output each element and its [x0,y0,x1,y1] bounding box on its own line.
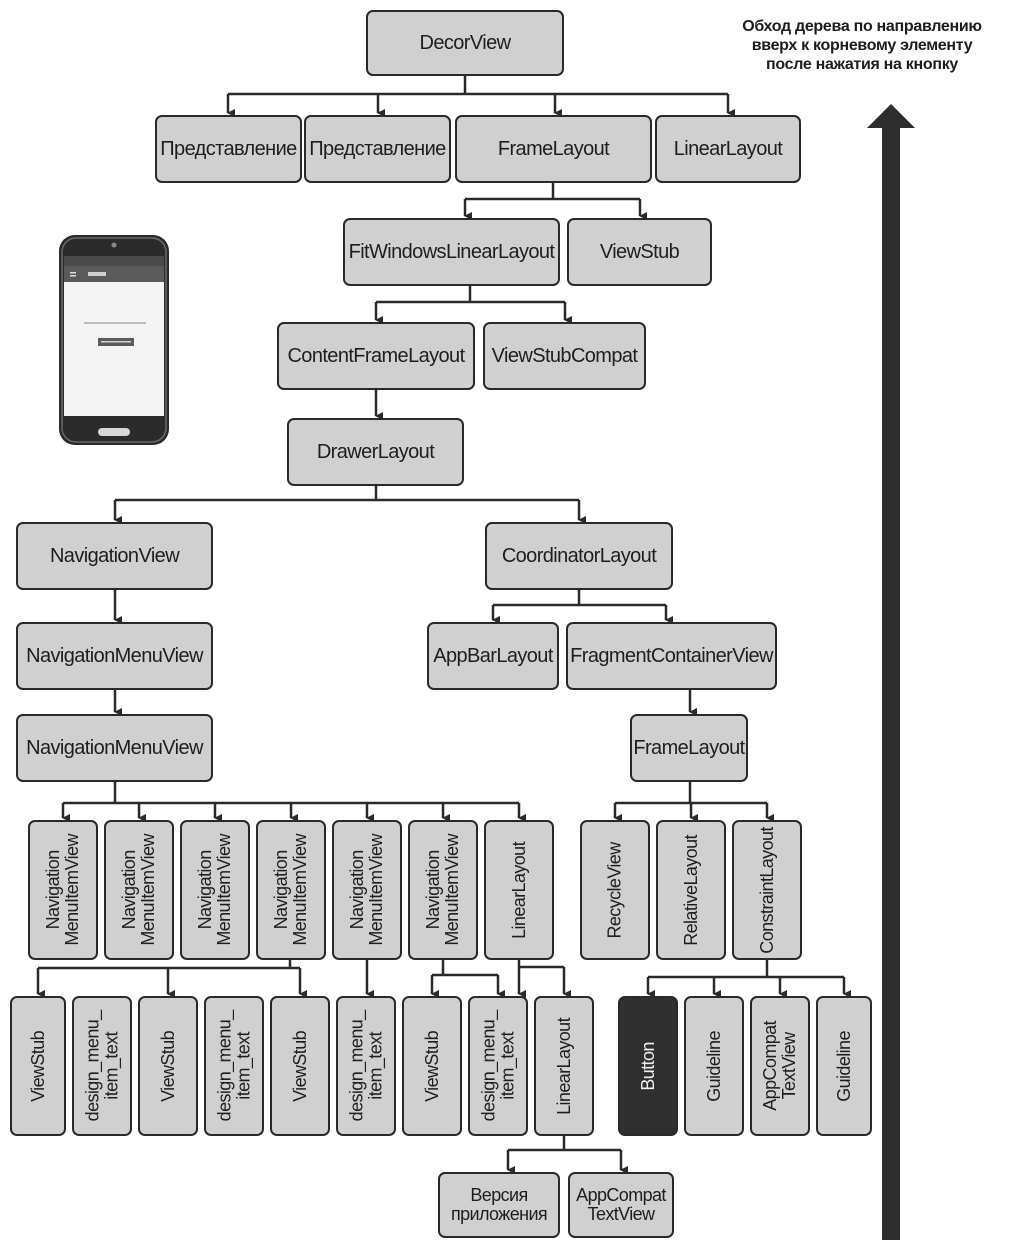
upward-arrow-icon [867,104,915,1240]
node-view-2: Представление [304,115,451,183]
node-view-1: Представление [155,115,302,183]
node-label: ViewStub [27,1030,48,1102]
node-label: AppCompat TextView [760,1021,799,1111]
node-label: Navigation MenuItemView [195,834,234,946]
node-menuitem-3: Navigation MenuItemView [180,820,250,960]
node-decorview: DecorView [366,10,564,76]
node-design-text-3: design_menu_ item_text [336,996,396,1136]
node-label: design_menu_ item_text [82,1010,122,1122]
node-label: FitWindowsLinearLayout [348,240,555,263]
node-recycleview: RecycleView [580,820,650,960]
node-label: ViewStub [599,240,680,263]
node-label: ViewStub [421,1030,442,1102]
node-label: NavigationView [49,544,180,567]
node-label: design_menu_ item_text [346,1010,386,1122]
node-label: ViewStub [157,1030,178,1102]
node-label: ConstraintLayout [756,826,777,954]
node-viewstubcompat: ViewStubCompat [483,322,646,390]
node-button-highlighted: Button [618,996,678,1136]
node-label: Представление [309,137,446,160]
node-app-version: Версия приложения [438,1172,560,1238]
node-viewstub-top: ViewStub [567,218,712,286]
node-drawerlayout: DrawerLayout [287,418,464,486]
node-label: LinearLayout [508,841,529,939]
node-menuitem-6: Navigation MenuItemView [408,820,478,960]
node-linearlayout-top: LinearLayout [655,115,801,183]
node-label: Версия приложения [450,1185,548,1224]
node-design-text-1: design_menu_ item_text [72,996,132,1136]
node-label: FrameLayout [497,137,610,160]
node-linearlayout-bottom: LinearLayout [534,996,594,1136]
node-contentframe: ContentFrameLayout [277,322,475,390]
node-appbarlayout: AppBarLayout [427,622,559,690]
node-viewstub-2: ViewStub [138,996,198,1136]
node-label: NavigationMenuView [26,736,203,759]
node-appcompat-textview-2: AppCompat TextView [568,1172,674,1238]
node-framelayout-top: FrameLayout [455,115,652,183]
node-constraintlayout: ConstraintLayout [732,820,802,960]
node-label: Navigation MenuItemView [347,834,386,946]
node-label: LinearLayout [673,137,783,160]
node-label: DrawerLayout [316,440,435,463]
node-label: Button [637,1041,658,1091]
node-menuitem-2: Navigation MenuItemView [104,820,174,960]
node-design-text-4: design_menu_ item_text [468,996,528,1136]
node-label: NavigationMenuView [26,644,203,667]
traversal-caption: Обход дерева по направлению вверх к корн… [742,18,982,73]
node-viewstub-4: ViewStub [402,996,462,1136]
node-label: LinearLayout [553,1017,574,1115]
node-label: Navigation MenuItemView [43,834,82,946]
node-design-text-2: design_menu_ item_text [204,996,264,1136]
node-fragmentcontainer: FragmentContainerView [566,622,777,690]
node-label: ViewStubCompat [491,344,638,367]
node-navmenuview-1: NavigationMenuView [16,622,213,690]
node-label: Navigation MenuItemView [119,834,158,946]
node-label: CoordinatorLayout [501,544,657,567]
node-guideline-1: Guideline [684,996,744,1136]
node-label: RelativeLayout [680,834,701,946]
node-menuitem-4: Navigation MenuItemView [256,820,326,960]
node-menuitem-1: Navigation MenuItemView [28,820,98,960]
node-menuitem-5: Navigation MenuItemView [332,820,402,960]
node-label: FrameLayout [633,736,745,759]
node-label: Guideline [833,1030,854,1102]
node-label: ViewStub [289,1030,310,1102]
node-guideline-2: Guideline [816,996,872,1136]
node-label: Navigation MenuItemView [423,834,462,946]
node-framelayout-mid: FrameLayout [630,714,748,782]
node-label: design_menu_ item_text [214,1010,254,1122]
node-label: FragmentContainerView [570,644,773,667]
phone-screenshot-icon [59,235,169,445]
node-label: RecycleView [604,841,625,939]
node-label: design_menu_ item_text [478,1010,518,1122]
node-viewstub-3: ViewStub [270,996,330,1136]
node-label: Navigation MenuItemView [271,834,310,946]
node-fitwindows: FitWindowsLinearLayout [343,218,560,286]
node-relativelayout: RelativeLayout [656,820,726,960]
node-coordinatorlayout: CoordinatorLayout [485,522,673,590]
node-label: Представление [160,137,297,160]
node-navigationview: NavigationView [16,522,213,590]
node-label: Guideline [703,1030,724,1102]
node-appcompat-textview-1: AppCompat TextView [750,996,810,1136]
node-viewstub-1: ViewStub [10,996,66,1136]
node-label: AppCompat TextView [576,1185,666,1224]
node-navmenuview-2: NavigationMenuView [16,714,213,782]
node-label: AppBarLayout [433,644,553,667]
node-label: ContentFrameLayout [287,344,465,367]
node-linearlayout-nav: LinearLayout [484,820,554,960]
node-label: DecorView [419,31,512,54]
